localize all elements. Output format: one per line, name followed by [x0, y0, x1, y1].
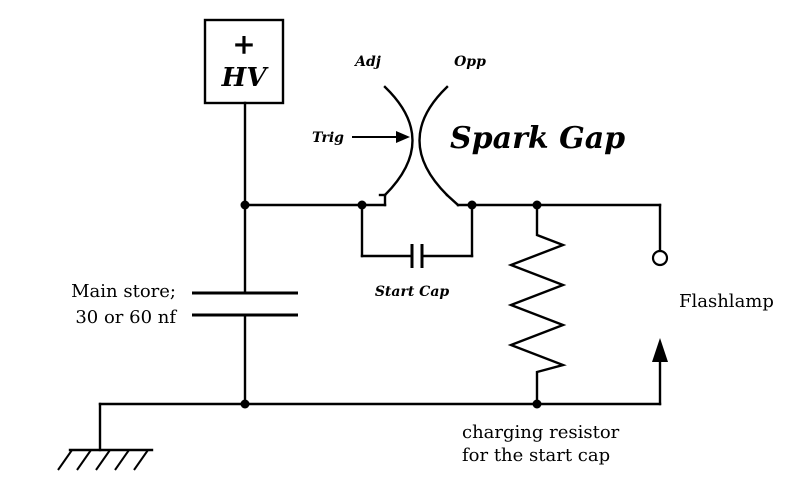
start-cap-label: Start Cap	[375, 284, 450, 300]
flashlamp-label: Flashlamp	[679, 291, 774, 312]
resistor-zigzag	[507, 203, 567, 406]
spark-gap-electrode-adj	[383, 85, 414, 197]
main-store-label-line2: 30 or 60 nf	[75, 307, 177, 328]
junction-dot	[532, 399, 542, 409]
trig-label: Trig	[312, 130, 344, 146]
junction-dot	[467, 200, 477, 210]
ground-hatch-3	[95, 449, 111, 471]
junction-dot	[357, 200, 367, 210]
electrode-opp-lead	[445, 193, 460, 207]
main-store-capacitor	[192, 291, 298, 317]
hv-label: HV	[221, 63, 270, 93]
main-store-label-line1: Main store;	[71, 281, 176, 302]
resistor-caption-line1: charging resistor	[462, 422, 620, 443]
trigger-arrowhead	[396, 131, 410, 143]
charging-resistor	[507, 203, 567, 406]
ground-symbol	[57, 402, 154, 471]
spark-gap	[352, 85, 460, 207]
spark-gap-title: Spark Gap	[450, 121, 625, 156]
opp-label: Opp	[454, 54, 486, 70]
junction-dot	[240, 399, 250, 409]
hv-plus-sign: +	[232, 28, 255, 61]
junction-dot	[240, 200, 250, 210]
hv-supply: + HV	[203, 18, 285, 105]
ground-hatch-1	[57, 449, 73, 471]
spark-gap-electrode-opp	[418, 85, 449, 197]
resistor-caption-line2: for the start cap	[462, 445, 610, 466]
junction-dot	[532, 200, 542, 210]
flashlamp-terminal	[651, 249, 669, 267]
flashlamp-arrowhead	[652, 338, 668, 362]
start-capacitor	[360, 203, 474, 268]
ground-hatch-2	[76, 449, 92, 471]
hv-box	[203, 18, 285, 105]
adj-label: Adj	[353, 54, 381, 70]
flashlamp	[651, 203, 669, 406]
ground-hatch-4	[114, 449, 130, 471]
ground-hatch-5	[133, 449, 149, 471]
